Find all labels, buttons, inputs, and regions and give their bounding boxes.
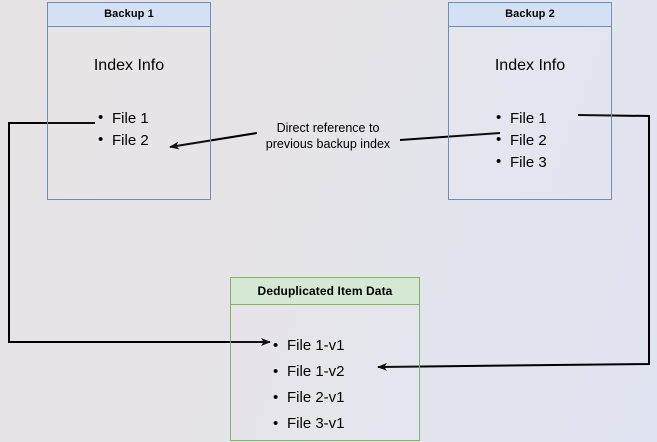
- list-item: File 2: [494, 129, 547, 152]
- edge-label-direct-reference: Direct reference to previous backup inde…: [258, 120, 398, 152]
- backup-2-file-list: File 1 File 2 File 3: [494, 107, 547, 174]
- node-backup-1-body: Index Info File 1 File 2: [48, 27, 210, 199]
- backup-1-index-info-label: Index Info: [93, 57, 165, 74]
- list-item: File 2: [96, 129, 149, 152]
- node-backup-1[interactable]: Backup 1 Index Info File 1 File 2: [47, 2, 211, 200]
- node-backup-2-body: Index Info File 1 File 2 File 3: [449, 27, 611, 199]
- deduplicated-item-list: File 1-v1 File 1-v2 File 2-v1 File 3-v1: [271, 333, 345, 437]
- list-item: File 2-v1: [271, 385, 345, 411]
- list-item: File 1: [96, 107, 149, 130]
- node-backup-2[interactable]: Backup 2 Index Info File 1 File 2 File 3: [448, 2, 612, 200]
- list-item: File 3: [494, 151, 547, 174]
- node-deduplicated-item-data[interactable]: Deduplicated Item Data File 1-v1 File 1-…: [230, 277, 420, 441]
- node-deduplicated-item-data-body: File 1-v1 File 1-v2 File 2-v1 File 3-v1: [231, 305, 419, 440]
- edge-label-line-1: Direct reference to: [276, 121, 380, 135]
- backup-1-file-list: File 1 File 2: [96, 107, 149, 152]
- node-backup-1-header: Backup 1: [48, 3, 210, 27]
- backup-2-index-info-label: Index Info: [494, 57, 566, 74]
- node-deduplicated-item-data-header: Deduplicated Item Data: [231, 278, 419, 305]
- list-item: File 1-v1: [271, 333, 345, 359]
- node-backup-2-header: Backup 2: [449, 3, 611, 27]
- list-item: File 3-v1: [271, 411, 345, 437]
- list-item: File 1-v2: [271, 359, 345, 385]
- edge-label-line-2: previous backup index: [265, 137, 391, 151]
- list-item: File 1: [494, 107, 547, 130]
